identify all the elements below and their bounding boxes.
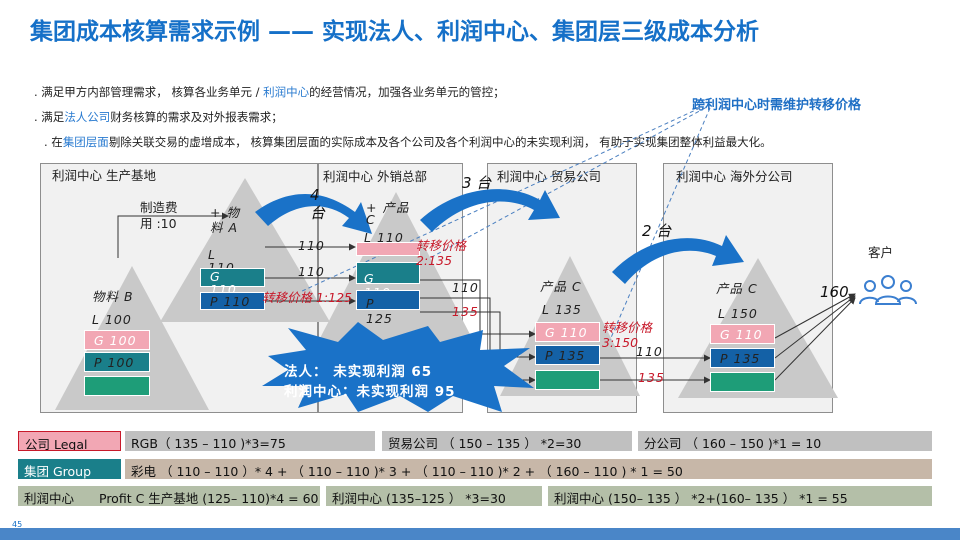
flow-value-3: 110 — [452, 280, 479, 295]
flow-value-1: 110 — [298, 238, 325, 253]
overseas-product-extra-box — [710, 372, 775, 392]
page-number: 45 — [12, 520, 23, 529]
material-b-g: G 100 — [94, 333, 137, 348]
starburst-line-1: 法人： 未实现利润 65 — [284, 364, 433, 380]
shipment-count-2: 3 台 — [462, 174, 492, 192]
overseas-product-p: P 135 — [720, 351, 761, 366]
trade-product-p-box — [535, 345, 600, 365]
bullet-3-prefix: . 在 — [44, 135, 63, 149]
overseas-product-g-box — [710, 324, 775, 344]
material-a-name: + 物料 A — [210, 205, 240, 235]
bullet-1: . 满足甲方内部管理需求， 核算各业务单元 / 利润中心的经营情况，加强各业务单… — [34, 84, 505, 100]
starburst-line-2: 利润中心：未实现利润 95 — [284, 384, 456, 400]
row-legal-cell-1: RGB（ 135 – 110 )*3=75 — [125, 431, 375, 451]
bullet-2-prefix: . 满足 — [34, 110, 65, 124]
row-group-cell-1: 彩电 （ 110 – 110 ）* 4 + （ 110 – 110 )* 3 +… — [125, 459, 932, 479]
hq-product-p-box — [356, 290, 420, 310]
hq-product-g-box — [356, 262, 420, 284]
flow-value-4: 135 — [452, 304, 479, 319]
material-b-p: P 100 — [94, 355, 135, 370]
row-group-label: 集团 Group — [18, 459, 121, 479]
bullet-1-suffix: 的经营情况，加强各业务单元的管控； — [309, 85, 505, 99]
material-a-p-box — [200, 292, 265, 310]
shipment-count-1: 4 台 — [310, 186, 326, 222]
bullet-1-prefix: . 满足甲方内部管理需求， 核算各业务单元 / — [34, 85, 264, 99]
material-b-extra-box — [84, 376, 150, 396]
trade-product-l: L 135 — [542, 302, 582, 317]
transfer-price-1: 转移价格 1:125 — [262, 290, 352, 305]
arrow-shipment-3 — [612, 235, 744, 284]
flow-value-2: 110 — [298, 264, 325, 279]
transfer-price-3: 转移价格 3:150 — [602, 320, 653, 350]
bullet-1-highlight: 利润中心 — [263, 85, 310, 99]
overseas-product-l: L 150 — [718, 306, 758, 321]
shipment-count-3: 2 台 — [642, 222, 672, 240]
bullet-2: . 满足法人公司财务核算的需求及对外报表需求； — [34, 109, 283, 125]
row-legal-cell-3: 分公司 （ 160 – 150 )*1 = 10 — [638, 431, 932, 451]
flow-value-5: 110 — [636, 344, 663, 359]
material-b-name: 物料 B — [92, 289, 134, 304]
manufacturing-fee: 制造费用 :10 — [140, 200, 178, 231]
trade-product-g: G 110 — [545, 325, 588, 340]
panel-production-title: 利润中心 生产基地 — [52, 168, 156, 183]
row-profit-cell-3: 利润中心 (150– 135 ） *2+(160– 135 ） *1 = 55 — [548, 486, 932, 506]
customer-qty: 160 — [820, 283, 849, 301]
bullet-2-highlight: 法人公司 — [64, 110, 111, 124]
overseas-product-p-box — [710, 348, 775, 368]
row-legal-cell-2: 贸易公司 （ 150 – 135 ） *2=30 — [382, 431, 632, 451]
trade-product-extra-box — [535, 370, 600, 390]
panel-export-title: 利润中心 外销总部 — [323, 169, 427, 184]
hq-product-pink-box — [356, 242, 420, 256]
row-profit-cell-2: 利润中心 (135–125 ） *3=30 — [326, 486, 542, 506]
bullet-3-suffix: 剔除关联交易的虚增成本， 核算集团层面的实际成本及各个公司及各个利润中心的未实现… — [108, 135, 772, 149]
material-b-g-box — [84, 330, 150, 350]
flow-value-6: 135 — [638, 370, 665, 385]
panel-trade-title: 利润中心 贸易公司 — [497, 169, 601, 184]
customer-group-icon — [859, 275, 917, 305]
customer-label: 客户 — [868, 245, 894, 260]
material-b-l: L 100 — [92, 312, 132, 327]
hq-product-p: P 125 — [366, 296, 393, 326]
page-title: 集团成本核算需求示例 —— 实现法人、利润中心、集团层三级成本分析 — [30, 19, 760, 45]
starburst-callout — [262, 322, 534, 412]
hq-product-name: + 产品 C — [366, 200, 410, 227]
trade-product-g-box — [535, 322, 600, 342]
arrow-shipment-1 — [255, 193, 372, 234]
transfer-price-note: 跨利润中心时需维护转移价格 — [692, 98, 862, 113]
bullet-3-highlight: 集团层面 — [62, 135, 109, 149]
material-a-p: P 110 — [210, 294, 251, 309]
row-legal-label: 公司 Legal — [18, 431, 121, 451]
row-profit-label: 利润中心 — [18, 486, 93, 506]
material-b-p-box — [84, 352, 150, 372]
trade-product-p: P 135 — [545, 348, 586, 363]
footer-bar — [0, 528, 960, 540]
material-a-g-box — [200, 268, 265, 287]
overseas-product-name: 产品 C — [716, 281, 758, 296]
panel-overseas-title: 利润中心 海外分公司 — [676, 169, 793, 184]
bullet-3: . 在集团层面剔除关联交易的虚增成本， 核算集团层面的实际成本及各个公司及各个利… — [44, 134, 772, 150]
overseas-product-g: G 110 — [720, 327, 763, 342]
transfer-price-2: 转移价格 2:135 — [416, 238, 467, 268]
trade-product-name: 产品 C — [540, 279, 582, 294]
arrow-shipment-2 — [420, 189, 560, 232]
bullet-2-suffix: 财务核算的需求及对外报表需求； — [110, 110, 283, 124]
hq-product-l: L 110 — [364, 230, 404, 245]
row-profit-cell-1: Profit C 生产基地 (125– 110)*4 = 60 — [93, 486, 320, 506]
